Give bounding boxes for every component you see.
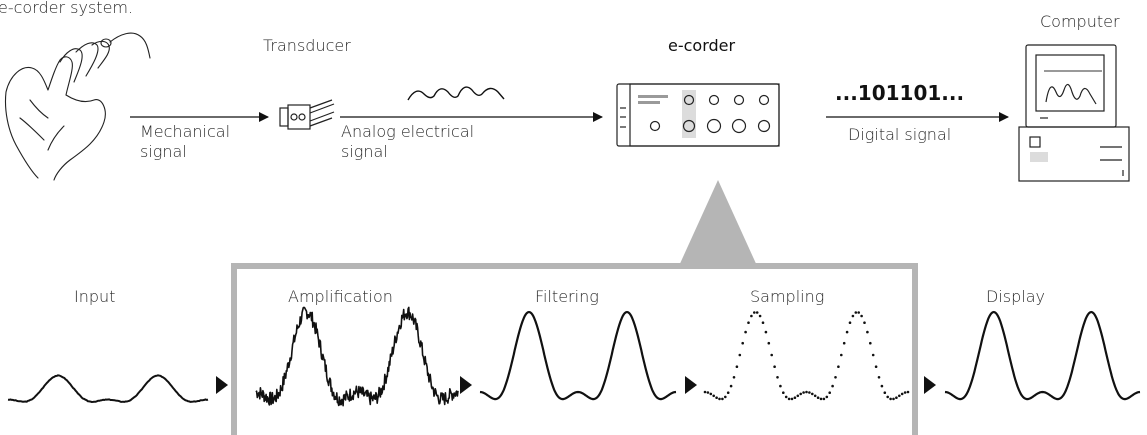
stage-label-input: Input <box>74 287 116 306</box>
stage-label-filtering: Filtering <box>535 287 599 306</box>
stage-arrow-2 <box>460 376 472 394</box>
stage-arrow-4 <box>924 376 936 394</box>
zoom-triangle <box>678 180 758 268</box>
process-frame <box>231 263 918 435</box>
amplification-waveform <box>255 306 459 407</box>
input-waveform <box>7 374 209 403</box>
computer-icon <box>1018 44 1130 182</box>
stage-label-sampling: Sampling <box>750 287 825 306</box>
caption: e-corder system. <box>0 0 134 17</box>
digital-signal-label: Digital signal <box>848 125 952 144</box>
stage-arrow-1 <box>216 376 228 394</box>
hand-icon <box>4 32 151 181</box>
ecorder-device <box>616 83 780 147</box>
mechanical-label-line1: Mechanical <box>140 122 231 141</box>
display-waveform <box>944 310 1141 401</box>
filtering-waveform <box>479 310 677 401</box>
mechanical-label-line2: signal <box>140 142 187 161</box>
transducer-label: Transducer <box>263 36 351 55</box>
stage-label-amplification: Amplification <box>288 287 393 306</box>
stage-arrow-3 <box>685 376 697 394</box>
ecorder-label: e-corder <box>668 36 736 55</box>
analog-label-line1: Analog electrical <box>341 122 475 141</box>
stage-label-display: Display <box>986 287 1045 306</box>
analog-waveform <box>407 86 505 101</box>
sampling-waveform <box>703 311 910 401</box>
analog-label-line2: signal <box>341 142 388 161</box>
computer-label: Computer <box>1040 12 1120 31</box>
transducer-icon <box>279 99 335 130</box>
binary-label: ...101101... <box>835 81 965 105</box>
